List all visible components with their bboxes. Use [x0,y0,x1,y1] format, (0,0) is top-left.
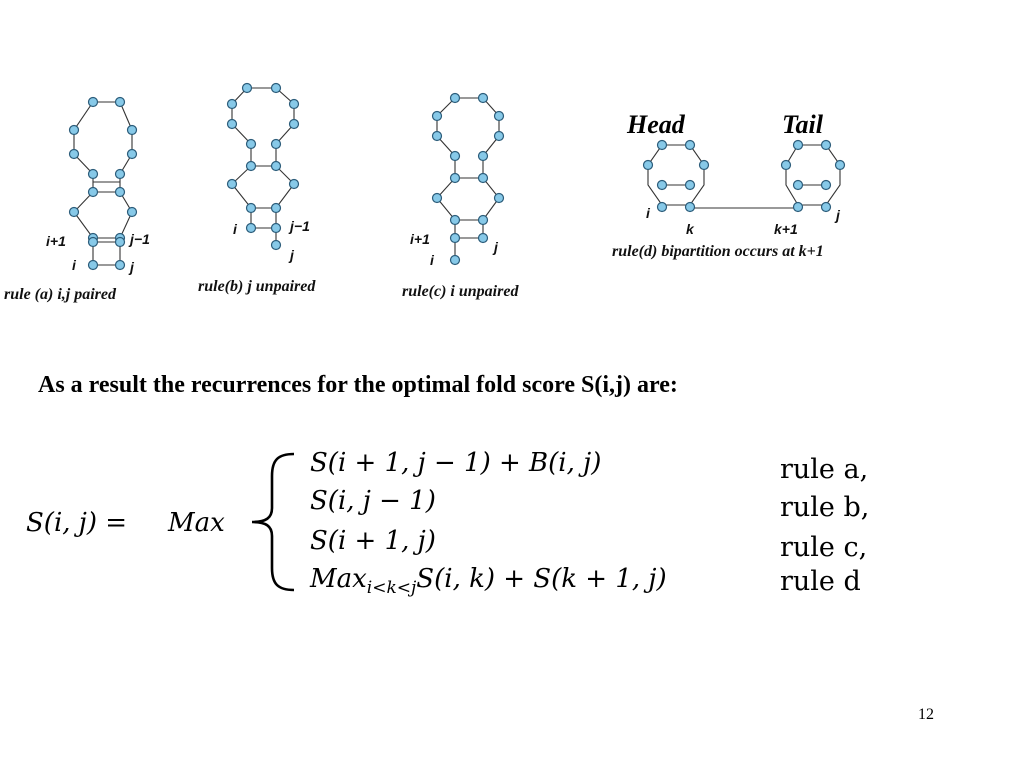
equation-lhs: S(i, j) = [26,508,128,538]
equation-max: Max [168,508,225,538]
left-brace-icon [251,452,295,592]
label-i: i [233,221,237,237]
label-i-plus-1: i+1 [410,231,430,247]
label-i-plus-1: i+1 [46,233,66,249]
case-rule-b: S(i, j − 1) [310,486,436,516]
label-j-minus-1: j−1 [290,218,310,234]
result-sentence: As a result the recurrences for the opti… [38,372,678,398]
label-j: j [290,247,294,263]
rule-c-label: rule c, [780,532,868,563]
label-i: i [646,205,650,221]
rule-d-label: rule d [780,566,861,597]
rule-b-label: rule b, [780,492,870,523]
head-label: Head [627,110,685,139]
diagram-rule-c [431,92,505,266]
caption-rule-b: rule(b) j unpaired [198,278,316,295]
case-rule-d-rest: S(i, k) + S(k + 1, j) [416,564,667,594]
case-rule-d: Maxi<k<jS(i, k) + S(k + 1, j) [310,566,667,597]
tail-label: Tail [782,110,823,139]
label-i: i [430,252,434,268]
label-j: j [836,207,840,223]
caption-rule-c: rule(c) i unpaired [402,283,519,300]
caption-rule-a: rule (a) i,j paired [4,286,116,303]
diagram-rule-a [68,96,138,271]
label-j: j [130,259,134,275]
case-rule-d-max: Max [310,564,367,594]
label-i: i [72,257,76,273]
diagram-rule-b [226,82,300,251]
caption-rule-d: rule(d) bipartition occurs at k+1 [612,243,824,260]
case-rule-c: S(i + 1, j) [310,526,436,556]
case-rule-d-subscript: i<k<j [366,578,417,599]
case-rule-a: S(i + 1, j − 1) + B(i, j) [310,448,602,478]
label-k: k [686,221,694,237]
label-j-minus-1: j−1 [130,231,150,247]
label-k-plus-1: k+1 [774,221,798,237]
page-number: 12 [918,706,934,723]
label-j: j [494,239,498,255]
rule-a-label: rule a, [780,454,869,485]
diagram-rule-d [642,139,846,213]
